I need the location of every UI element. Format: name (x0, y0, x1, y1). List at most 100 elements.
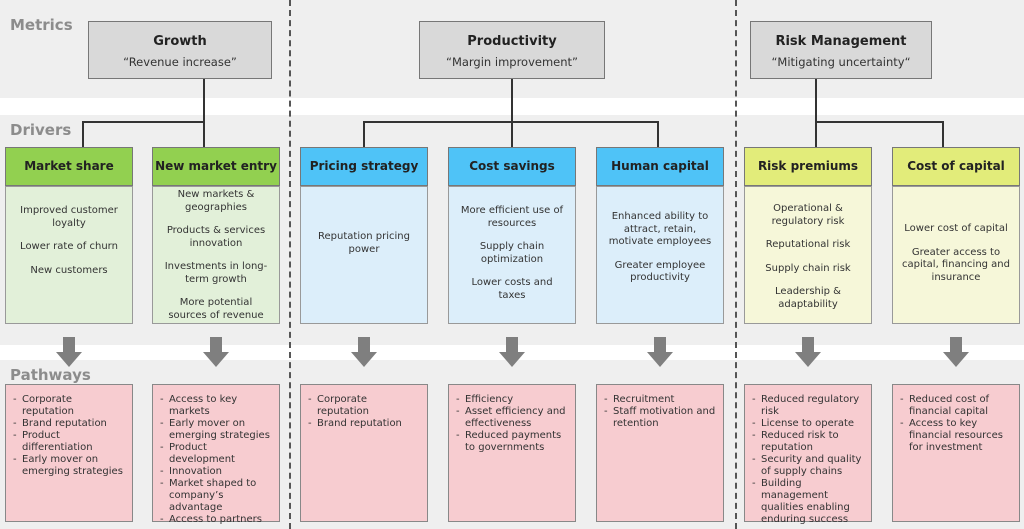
divider-left (289, 0, 291, 529)
pathway-list: RecruitmentStaff motivation and retentio… (603, 394, 717, 430)
down-arrow-icon (351, 337, 377, 367)
pathway-item: Asset efficiency and effectiveness (455, 406, 569, 430)
driver-item: Lower cost of capital (904, 223, 1008, 234)
pathway-item: Recruitment (603, 394, 717, 406)
down-arrow-icon (499, 337, 525, 367)
pathway-list: Corporate reputationBrand reputation (307, 394, 421, 430)
pathway-item: Reduced cost of financial capital (899, 394, 1013, 418)
driver-item: Operational & regulatory risk (771, 203, 845, 227)
driver-title: Risk premiums (744, 147, 872, 186)
pathway-item: Product development (159, 442, 273, 466)
driver-item: New customers (30, 264, 108, 276)
connector (657, 121, 659, 147)
divider-right (735, 0, 737, 529)
connector (203, 121, 205, 147)
metric-title: Productivity (467, 34, 557, 49)
metric-subtitle: “Mitigating uncertainty“ (771, 55, 911, 69)
driver-item: More potential sources of revenue (168, 297, 264, 321)
pathway-item: Efficiency (455, 394, 569, 406)
pathway-box: RecruitmentStaff motivation and retentio… (596, 384, 724, 522)
driver-item: Improved customer loyalty (20, 205, 118, 229)
pathway-box: Reduced regulatory riskLicense to operat… (744, 384, 872, 525)
down-arrow-icon (943, 337, 969, 367)
connector (815, 121, 817, 147)
pathway-item: Corporate reputation (307, 394, 421, 418)
driver-item: Products & services innovation (166, 225, 266, 249)
pathway-list: Reduced regulatory riskLicense to operat… (751, 394, 865, 526)
metric-subtitle: “Margin improvement” (445, 55, 578, 69)
pathway-box: Corporate reputationBrand reputationProd… (5, 384, 133, 522)
pathway-item: Innovation (159, 466, 273, 478)
driver-title: Cost of capital (892, 147, 1020, 186)
connector (942, 121, 944, 147)
pathway-list: EfficiencyAsset efficiency and effective… (455, 394, 569, 454)
driver-item: Greater employee productivity (614, 259, 706, 284)
pathway-list: Access to key marketsEarly mover on emer… (159, 394, 273, 526)
driver-title: New market entry (152, 147, 280, 186)
connector (203, 79, 205, 122)
pathway-item: Early mover on emerging strategies (12, 454, 126, 478)
driver-item: Investments in long-term growth (164, 261, 268, 285)
pathway-box: Reduced cost of financial capitalAccess … (892, 384, 1020, 522)
driver-item: Lower rate of churn (20, 241, 118, 252)
metric-growth: Growth “Revenue increase” (88, 21, 272, 79)
section-label-drivers: Drivers (10, 121, 72, 139)
driver-details: Reputation pricing power (300, 186, 428, 324)
pathway-item: Building management qualities enabling e… (751, 478, 865, 526)
driver-item: Greater access to capital, financing and… (902, 246, 1010, 283)
pathway-item: Access to key markets (159, 394, 273, 418)
pathway-item: Early mover on emerging strategies (159, 418, 273, 442)
driver-item: More efficient use of resources (460, 205, 564, 229)
driver-item: Leadership & adaptability (775, 286, 841, 310)
driver-item: Supply chain risk (765, 262, 851, 274)
pathway-item: Brand reputation (307, 418, 421, 430)
pathway-item: Market shaped to company’s advantage (159, 478, 273, 514)
down-arrow-icon (203, 337, 229, 367)
pathway-item: Staff motivation and retention (603, 406, 717, 430)
metric-title: Growth (153, 34, 207, 49)
metric-title: Risk Management (775, 34, 907, 49)
pathway-box: Corporate reputationBrand reputation (300, 384, 428, 522)
driver-title: Cost savings (448, 147, 576, 186)
pathway-list: Reduced cost of financial capitalAccess … (899, 394, 1013, 454)
down-arrow-icon (56, 337, 82, 367)
section-label-metrics: Metrics (10, 16, 73, 34)
pathway-item: Product differentiation (12, 430, 126, 454)
connector (363, 121, 365, 147)
pathway-item: License to operate (751, 418, 865, 430)
connector (815, 79, 817, 122)
metric-subtitle: “Revenue increase” (123, 55, 237, 69)
pathway-item: Corporate reputation (12, 394, 126, 418)
pathway-item: Security and quality of supply chains (751, 454, 865, 478)
pathway-item: Reduced risk to reputation (751, 430, 865, 454)
connector (815, 121, 944, 123)
connector (511, 121, 513, 147)
driver-item: Lower costs and taxes (471, 277, 553, 301)
driver-title: Human capital (596, 147, 724, 186)
metric-risk-management: Risk Management “Mitigating uncertainty“ (750, 21, 932, 79)
connector (82, 121, 84, 147)
pathway-box: Access to key marketsEarly mover on emer… (152, 384, 280, 526)
pathway-item: Access to partners (159, 514, 273, 526)
pathway-list: Corporate reputationBrand reputationProd… (12, 394, 126, 478)
driver-title: Market share (5, 147, 133, 186)
driver-item: Reputation pricing power (318, 231, 410, 255)
metric-productivity: Productivity “Margin improvement” (419, 21, 605, 79)
pathway-item: Access to key financial resources for in… (899, 418, 1013, 454)
driver-item: Enhanced ability to attract, retain, mot… (608, 211, 712, 247)
connector (511, 79, 513, 122)
driver-item: Reputational risk (765, 239, 851, 250)
pathway-box: EfficiencyAsset efficiency and effective… (448, 384, 576, 522)
pathway-item: Reduced regulatory risk (751, 394, 865, 418)
down-arrow-icon (647, 337, 673, 367)
driver-item: Supply chain optimization (479, 241, 545, 265)
pathway-item: Reduced payments to governments (455, 430, 569, 454)
driver-details: Enhanced ability to attract, retain, mot… (596, 186, 724, 324)
driver-item: New markets & geographies (177, 189, 255, 213)
down-arrow-icon (795, 337, 821, 367)
